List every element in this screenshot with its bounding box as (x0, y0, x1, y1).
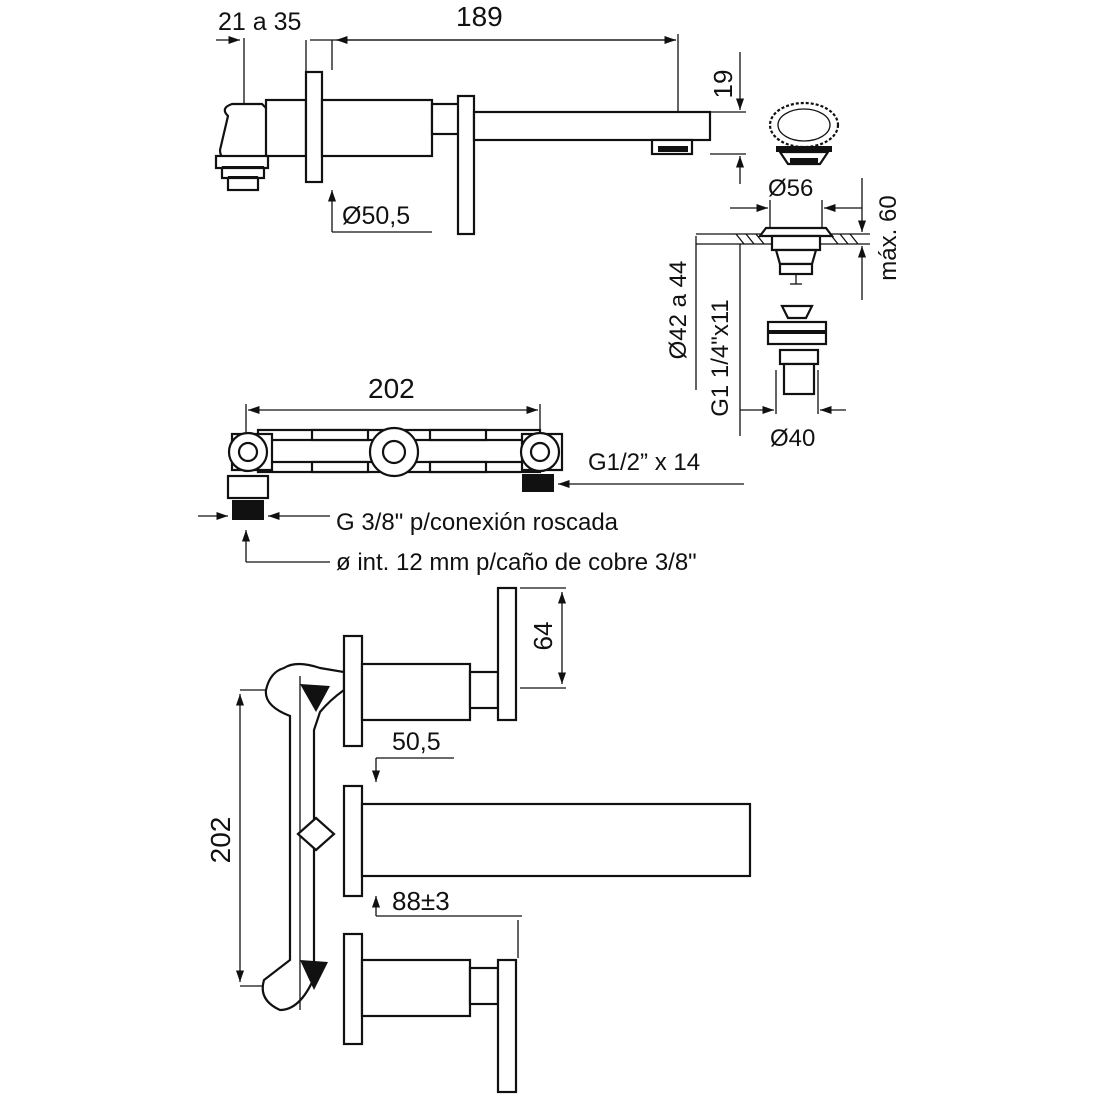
body-top-view: 202 G1/2” x 14 G 3/8" p/conexión roscada… (198, 373, 744, 576)
drain-max-height-label: máx. 60 (875, 195, 902, 280)
side-view: 21 a 35 189 19 Ø50,5 (214, 1, 746, 236)
drain-outlet-diameter-label: Ø40 (770, 425, 815, 452)
front-spacing-label: 202 (205, 817, 236, 864)
drain-cap-diameter-label: Ø56 (768, 175, 813, 202)
body-width-label: 202 (368, 373, 415, 404)
handle-height-label: 64 (528, 622, 558, 651)
wall-distance-label: 88±3 (392, 886, 450, 916)
inlet-thread-label: G1/2” x 14 (588, 449, 700, 476)
drain-thread-label: G1 1/4"x11 (707, 299, 734, 416)
connection-thread-label: G 3/8" p/conexión roscada (336, 509, 619, 536)
flange-diameter-label: Ø50,5 (342, 202, 410, 230)
depth-range-label: 21 a 35 (218, 8, 301, 36)
spout-length-label: 189 (456, 1, 503, 32)
spout-height-label: 19 (708, 70, 738, 99)
copper-pipe-label: ø int. 12 mm p/caño de cobre 3/8" (336, 549, 697, 576)
flange-offset-label: 50,5 (392, 728, 441, 756)
drain-assembly: Ø56 máx. 60 Ø42 a 44 G1 1/4"x11 Ø40 (665, 101, 902, 452)
drain-hole-range-label: Ø42 a 44 (665, 261, 692, 360)
front-view: 64 50,5 88±3 202 (205, 586, 752, 1094)
